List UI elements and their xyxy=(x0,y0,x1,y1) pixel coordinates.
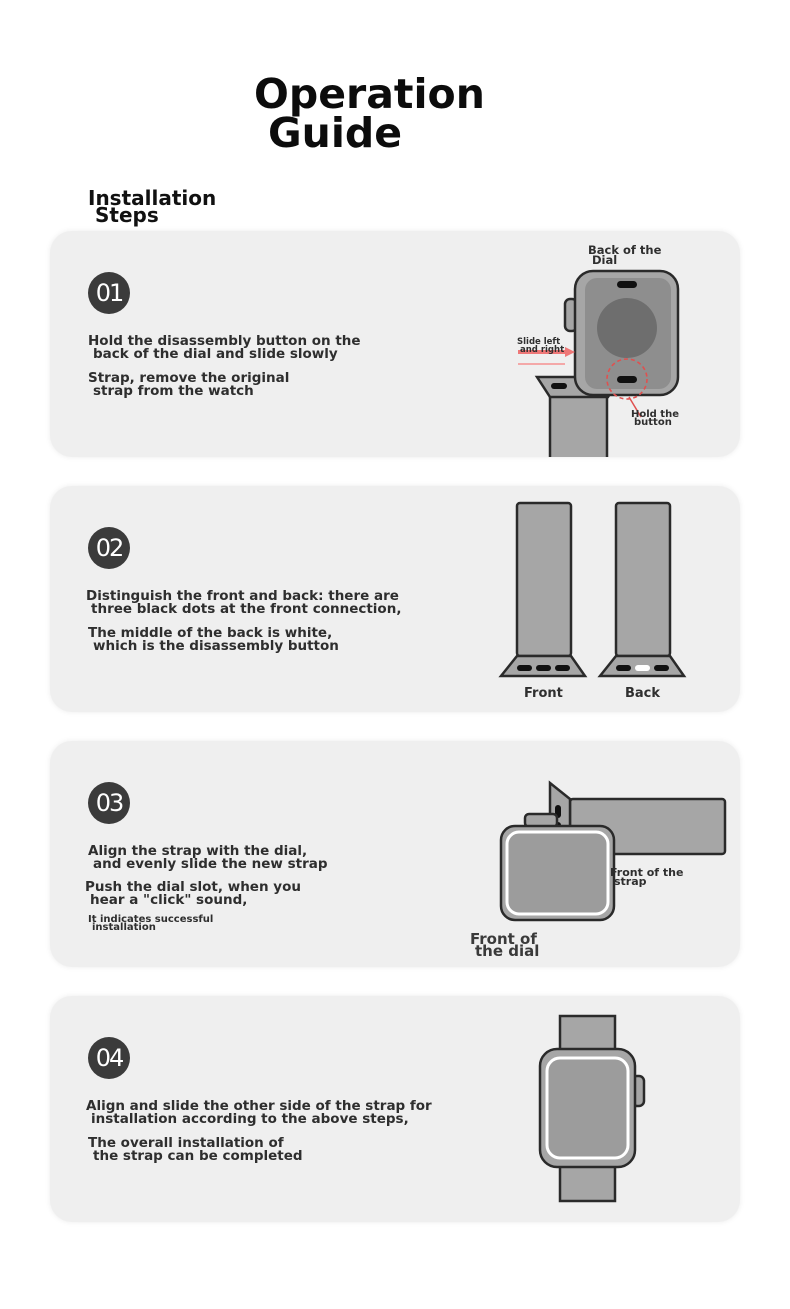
bottom-strap xyxy=(558,1164,617,1203)
step-note: It indicates successful installation xyxy=(88,914,214,933)
step-card-4: 04 Align and slide the other side of the… xyxy=(50,996,740,1222)
step-number-badge: 02 xyxy=(88,527,130,569)
black-dot xyxy=(555,665,570,671)
label-front: Front xyxy=(524,686,563,701)
label-line: Slide left xyxy=(517,337,561,347)
black-dot xyxy=(536,665,551,671)
strap-body xyxy=(548,394,609,457)
installed-watch-illustration xyxy=(538,1014,646,1203)
label-line: Dial xyxy=(592,253,618,267)
label-line: Front of xyxy=(470,930,537,948)
instruction-line: The overall installation of xyxy=(88,1135,284,1151)
label-back: Back xyxy=(625,686,661,701)
watch-screen xyxy=(545,1056,630,1160)
step-number-badge: 01 xyxy=(88,272,130,314)
page-title-line-1: Operation xyxy=(254,70,485,118)
step-instruction: The middle of the back is white, which i… xyxy=(88,625,339,654)
button-highlight-circle xyxy=(606,358,648,400)
label-line: and right xyxy=(520,345,565,355)
label-line: strap xyxy=(614,875,647,888)
step-number-badge: 04 xyxy=(88,1037,130,1079)
instruction-line: which is the disassembly button xyxy=(93,638,339,654)
instruction-line: Strap, remove the original xyxy=(88,370,290,386)
page-title-line-2: Guide xyxy=(268,109,403,157)
black-dot xyxy=(654,665,669,671)
highlight-pointer xyxy=(628,396,642,418)
back-strap xyxy=(614,501,672,658)
sensor-circle xyxy=(597,298,657,358)
label-back-of-dial: Back of the Dial xyxy=(588,243,662,267)
slide-arrow-head-icon xyxy=(565,347,575,357)
label-line: button xyxy=(634,417,672,428)
label-front-of-strap: Front of the strap xyxy=(610,866,684,888)
instruction-line: Push the dial slot, when you xyxy=(85,879,301,895)
instruction-line: Distinguish the front and back: there ar… xyxy=(86,588,399,604)
instruction-line: and evenly slide the new strap xyxy=(93,856,328,872)
label-line: Front of the xyxy=(610,866,684,879)
instruction-line: Align the strap with the dial, xyxy=(88,843,308,859)
instruction-line: The middle of the back is white, xyxy=(88,625,333,641)
instruction-line: hear a "click" sound, xyxy=(90,892,248,908)
step-instruction: Strap, remove the original strap from th… xyxy=(88,370,290,399)
label-line: Hold the xyxy=(631,409,679,420)
instruction-line: It indicates successful xyxy=(88,914,214,925)
section-title-line-2: Steps xyxy=(95,203,159,227)
step-instruction: The overall installation of the strap ca… xyxy=(88,1135,303,1164)
step-instruction: Distinguish the front and back: there ar… xyxy=(86,588,402,617)
top-strap xyxy=(558,1014,617,1053)
instruction-line: three black dots at the front connection… xyxy=(91,601,402,617)
step-instruction: Align the strap with the dial, and evenl… xyxy=(88,843,328,872)
label-front-of-dial: Front of the dial xyxy=(470,930,540,960)
section-title-line-1: Installation xyxy=(88,186,217,210)
instruction-line: the strap can be completed xyxy=(93,1148,303,1164)
black-dot xyxy=(517,665,532,671)
label-line: Back of the xyxy=(588,243,662,257)
label-hold-button: Hold the button xyxy=(631,409,679,428)
watch-screen xyxy=(505,830,610,916)
step-card-3: 03 Align the strap with the dial, and ev… xyxy=(50,741,740,967)
step-card-2: 02 Distinguish the front and back: there… xyxy=(50,486,740,712)
release-slot-bottom xyxy=(617,376,637,383)
label-slide: Slide left and right xyxy=(517,337,565,355)
step-number-badge: 03 xyxy=(88,782,130,824)
instruction-line: Align and slide the other side of the st… xyxy=(86,1098,432,1114)
instruction-line: back of the dial and slide slowly xyxy=(93,346,338,362)
label-line: the dial xyxy=(475,942,540,960)
strap-insertion-illustration xyxy=(499,780,727,922)
strap-front-back-illustration xyxy=(498,501,687,678)
instruction-line: installation xyxy=(92,922,156,933)
release-slot-top xyxy=(617,281,637,288)
step-instruction: Align and slide the other side of the st… xyxy=(86,1098,432,1127)
instruction-line: Hold the disassembly button on the xyxy=(88,333,361,349)
white-release-button xyxy=(635,665,650,671)
instruction-line: strap from the watch xyxy=(93,383,254,399)
connector-dot xyxy=(551,383,567,389)
watch-back-removal-illustration xyxy=(518,269,680,457)
step-instruction: Push the dial slot, when you hear a "cli… xyxy=(85,879,301,908)
instruction-line: installation according to the above step… xyxy=(91,1111,409,1127)
step-card-1: 01 Hold the disassembly button on the ba… xyxy=(50,231,740,457)
front-strap xyxy=(515,501,573,658)
black-dot xyxy=(616,665,631,671)
step-instruction: Hold the disassembly button on the back … xyxy=(88,333,361,362)
